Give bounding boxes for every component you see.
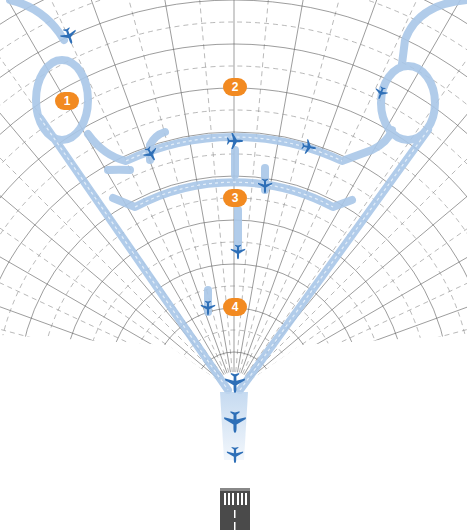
grid-arc	[0, 44, 467, 530]
grid-arc	[40, 198, 428, 530]
callout-number: 4	[223, 298, 247, 316]
grid-arc	[0, 88, 467, 530]
grid-arc	[150, 308, 318, 476]
grid-arc	[128, 286, 340, 498]
grid-arc	[0, 22, 467, 530]
callout-number: 3	[223, 189, 247, 207]
grid-arc	[0, 154, 467, 530]
callout-number: 1	[55, 92, 79, 110]
grid-arc	[84, 242, 384, 530]
grid-arc	[0, 132, 467, 530]
flight-paths	[10, 0, 467, 390]
grid-arc	[18, 176, 450, 530]
grid-radial	[0, 211, 215, 387]
grid-arc	[0, 110, 467, 530]
runway	[220, 488, 250, 530]
grid-radial	[253, 211, 467, 387]
grid-arc	[106, 264, 362, 520]
grid-arc	[62, 220, 406, 530]
callout-number: 2	[223, 78, 247, 96]
aircraft	[59, 26, 389, 463]
path-centerlines	[40, 118, 428, 390]
